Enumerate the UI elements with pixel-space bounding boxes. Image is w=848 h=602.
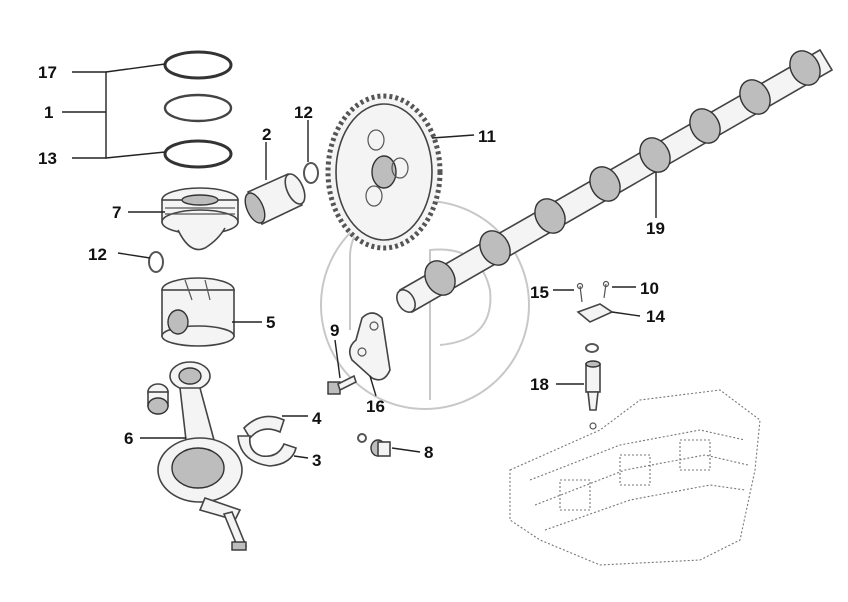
bolt	[327, 374, 357, 395]
piston-crown	[161, 187, 239, 251]
callout-12-right: 12	[294, 103, 313, 122]
piston-pin	[244, 172, 306, 226]
cylinder-head-block	[509, 389, 761, 566]
callout-14: 14	[646, 307, 665, 326]
camshaft-gear	[325, 93, 443, 251]
injector-clamp-screw	[602, 280, 610, 299]
callout-5: 5	[266, 313, 275, 332]
callout-18: 18	[530, 375, 549, 394]
callout-2: 2	[262, 125, 271, 144]
connecting-rod	[157, 361, 248, 551]
callout-12-left: 12	[88, 245, 107, 264]
bearing-shell-upper	[242, 415, 285, 440]
piston-ring-middle	[163, 93, 233, 123]
callout-labels: 17 1 13 7 12 2 12 11 5 6 4 3 8 9 16 19 1…	[38, 63, 665, 470]
bearing-shell-lower	[237, 435, 297, 467]
camshaft	[396, 48, 834, 314]
callout-17: 17	[38, 63, 57, 82]
callout-13: 13	[38, 149, 57, 168]
callout-3: 3	[312, 451, 321, 470]
piston-ring-oil	[163, 139, 233, 169]
callout-7: 7	[112, 203, 121, 222]
piston-ring-top	[163, 50, 233, 80]
callout-15: 15	[530, 283, 549, 302]
callout-10: 10	[640, 279, 659, 298]
piston-body	[161, 277, 235, 347]
plug-screw	[357, 433, 391, 457]
callout-11: 11	[478, 127, 496, 146]
callout-16: 16	[366, 397, 385, 416]
callout-4: 4	[312, 409, 322, 428]
injector-seal-ring	[585, 343, 599, 353]
callout-19: 19	[646, 219, 665, 238]
injector-clamp	[576, 303, 614, 323]
small-end-bushing	[147, 383, 169, 415]
injector-clamp-bolt	[576, 282, 584, 303]
fuel-injector	[585, 360, 601, 430]
snap-ring-right	[303, 162, 319, 184]
callout-8: 8	[424, 443, 433, 462]
callout-1: 1	[44, 103, 53, 122]
thrust-plate	[348, 312, 391, 381]
callout-9: 9	[330, 321, 339, 340]
snap-ring-left	[148, 251, 164, 273]
callout-6: 6	[124, 429, 133, 448]
leader-lines	[62, 63, 657, 459]
